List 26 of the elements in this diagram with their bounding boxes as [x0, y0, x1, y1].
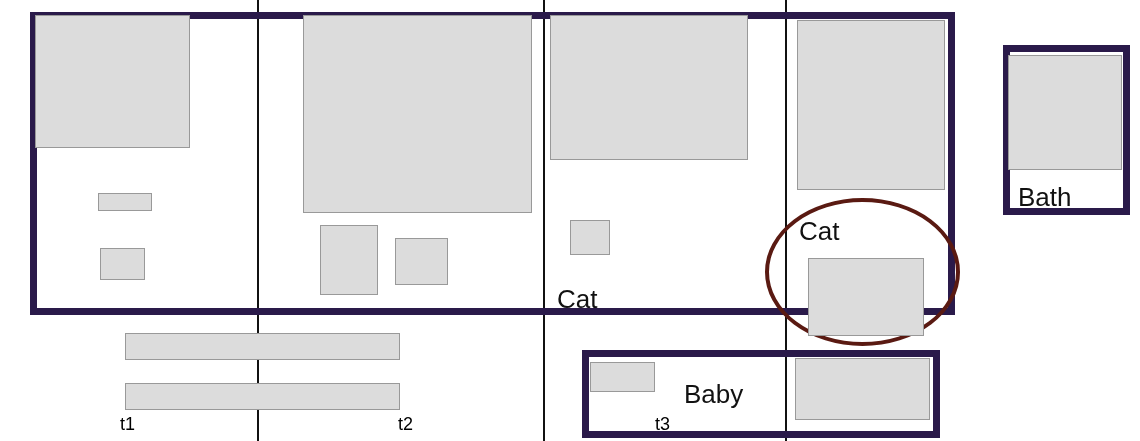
- cluster-panel: [808, 258, 924, 336]
- time-step-label: t3: [655, 414, 670, 435]
- cluster-panel: [550, 15, 748, 160]
- cluster-panel: [395, 238, 448, 285]
- cluster-panel: [797, 20, 945, 190]
- cluster-panel: [570, 220, 610, 255]
- cluster-panel: [125, 333, 400, 360]
- cluster-panel: [320, 225, 378, 295]
- cluster-panel: [1008, 55, 1122, 170]
- cluster-panel: [303, 15, 532, 213]
- cluster-group-frame: [582, 350, 940, 438]
- group-label: Cat: [799, 216, 840, 247]
- cluster-panel: [590, 362, 655, 392]
- group-label: Bath: [1018, 182, 1072, 213]
- cluster-panel: [795, 358, 930, 420]
- cluster-group-frame: [30, 12, 955, 315]
- time-step-label: t2: [398, 414, 413, 435]
- cluster-group-frame: [1003, 45, 1130, 215]
- group-label: Cat: [557, 284, 598, 315]
- cluster-panel: [98, 193, 152, 211]
- cluster-highlight-ellipse: [765, 198, 960, 346]
- cluster-panel: [100, 248, 145, 280]
- group-label: Baby: [684, 379, 744, 410]
- time-step-label: t1: [120, 414, 135, 435]
- cluster-panel: [35, 15, 190, 148]
- cluster-panel: [125, 383, 400, 410]
